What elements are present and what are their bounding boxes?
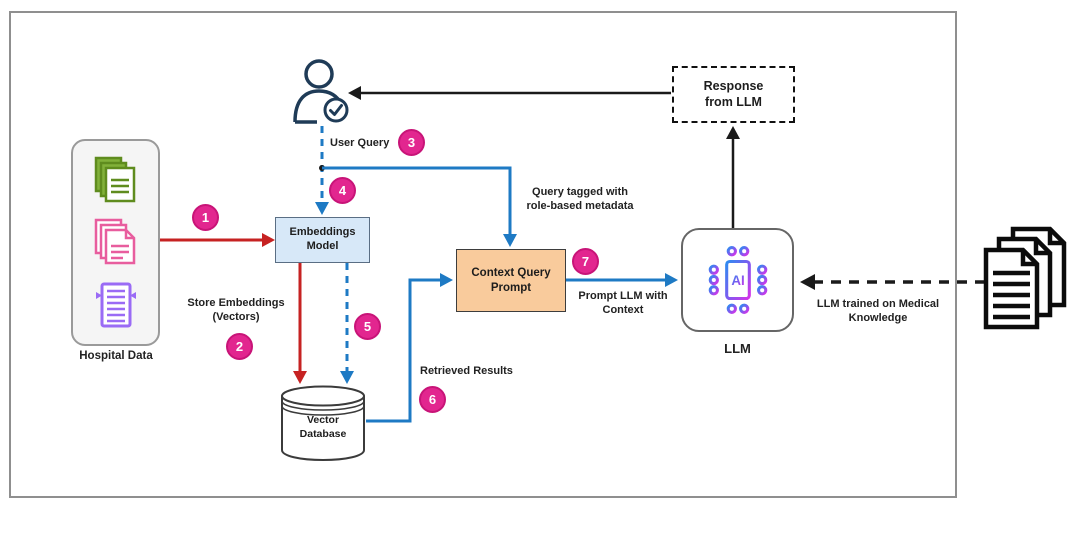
context-query-prompt-label: Context Query Prompt xyxy=(471,267,551,294)
step-badge-3: 3 xyxy=(398,129,425,156)
hospital-data-label: Hospital Data xyxy=(79,350,153,362)
arrow-response-to-user xyxy=(348,86,671,100)
ai-chip-icon: AI xyxy=(708,246,767,314)
vector-database-label: Vector Database xyxy=(299,414,347,440)
arrow-context-to-llm xyxy=(566,273,678,287)
purple-document-icon xyxy=(95,282,136,328)
arrow-hospital-to-embeddings xyxy=(160,233,275,247)
node-context-query-prompt: Context Query Prompt xyxy=(456,249,566,312)
step-badge-7: 7 xyxy=(572,248,599,275)
user-icon xyxy=(293,59,349,124)
label-query-tagged: Query tagged with role-based metadata xyxy=(526,186,634,213)
step-badge-2: 2 xyxy=(226,333,253,360)
medical-documents-icon xyxy=(983,226,1067,330)
label-prompt-llm: Prompt LLM with Context xyxy=(578,290,668,317)
node-vector-database: Vector Database xyxy=(280,384,366,462)
node-embeddings-model: Embeddings Model xyxy=(275,217,370,263)
step-badge-4: 4 xyxy=(329,177,356,204)
response-from-llm-label: Response from LLM xyxy=(703,78,764,109)
label-store-embeddings: Store Embeddings (Vectors) xyxy=(187,297,285,324)
arrow-vectordb-to-context xyxy=(366,273,453,423)
arrow-embeddings-to-vectordb-store xyxy=(293,263,307,384)
arrow-userquery-to-context xyxy=(322,166,517,247)
label-user-query: User Query xyxy=(330,137,390,149)
step-badge-5: 5 xyxy=(354,313,381,340)
database-cylinder-icon xyxy=(281,385,365,462)
diagram-border xyxy=(9,11,957,498)
step-badge-1: 1 xyxy=(192,204,219,231)
label-llm-trained: LLM trained on Medical Knowledge xyxy=(816,298,940,325)
step-badge-6: 6 xyxy=(419,386,446,413)
arrow-user-to-embeddings xyxy=(315,126,329,215)
node-hospital-data xyxy=(71,139,160,346)
node-response-from-llm: Response from LLM xyxy=(672,66,795,123)
embeddings-model-label: Embeddings Model xyxy=(289,226,356,252)
arrow-medicaldocs-to-llm xyxy=(800,274,985,290)
arrow-llm-to-response xyxy=(726,126,740,228)
pink-documents-icon xyxy=(94,219,135,265)
green-documents-icon xyxy=(94,156,135,203)
label-retrieved-results: Retrieved Results xyxy=(420,365,513,377)
llm-label: LLM xyxy=(724,341,751,356)
node-llm: AI xyxy=(681,228,794,332)
arrow-embeddings-to-vectordb-query xyxy=(340,263,354,384)
ai-chip-text: AI xyxy=(731,273,744,288)
